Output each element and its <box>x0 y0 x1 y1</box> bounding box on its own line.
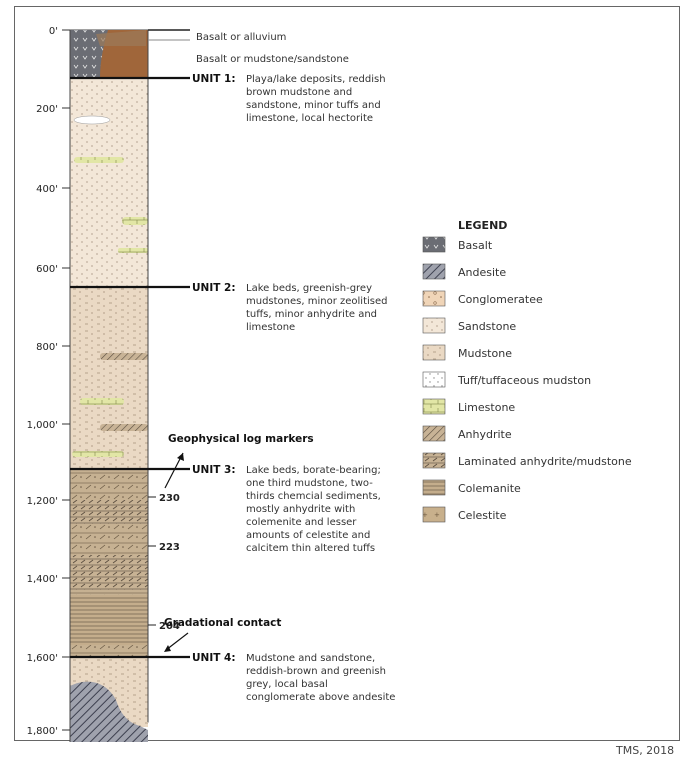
unit-4-text-line: reddish-brown and greenish <box>246 666 386 677</box>
legend-label: Colemanite <box>458 482 521 495</box>
unit-1-text-line: brown mudstone and <box>246 87 352 98</box>
unit-3-text-line: thirds chemcial sediments, <box>246 491 381 502</box>
colemanite-swatch-icon <box>422 479 446 496</box>
colemanite-layer <box>70 595 148 645</box>
unit-2-text-line: Lake beds, greenish-grey <box>246 283 372 294</box>
unit-3-text-line: Lake beds, borate-bearing; <box>246 465 381 476</box>
legend-label: Conglomeratee <box>458 293 543 306</box>
unit-4-text-line: conglomerate above andesite <box>246 692 395 703</box>
unit-1-name: UNIT 1: <box>192 73 236 85</box>
log-marker-label: 223 <box>159 542 180 553</box>
legend-title: LEGEND <box>458 219 507 232</box>
log-marker-label: 204 <box>159 621 180 632</box>
limestone-lens <box>74 157 124 163</box>
tuff-lens <box>73 115 111 125</box>
legend-label: Anhydrite <box>458 428 512 441</box>
laminated-layer <box>70 500 148 524</box>
legend-label: Sandstone <box>458 320 516 333</box>
basalt-alluvium-label: Basalt or alluvium <box>196 32 286 43</box>
laminated-layer-2 <box>70 555 148 590</box>
unit-2-text-line: limestone <box>246 322 295 333</box>
legend: LEGEND Basalt Andesite Conglomeratee San… <box>422 219 632 523</box>
conglomerate-swatch-icon <box>422 290 446 307</box>
unit-3: UNIT 3: Lake beds, borate-bearing; one t… <box>70 464 381 554</box>
log-markers: 230 223 204 <box>148 493 180 632</box>
legend-label: Andesite <box>458 266 506 279</box>
depth-tick-label: 600' <box>36 264 58 275</box>
limestone-swatch-icon <box>422 398 446 415</box>
basalt-mudstone-label: Basalt or mudstone/sandstone <box>196 54 349 65</box>
unit-2-text-line: mudstones, minor zeolitised <box>246 296 387 307</box>
unit-3-text-line: one third mudstone, two- <box>246 478 373 489</box>
figure-frame <box>14 6 680 741</box>
tuff-swatch-icon <box>422 371 446 388</box>
mudstone-swatch-icon <box>422 344 446 361</box>
depth-tick-label: 0' <box>49 26 58 37</box>
depth-tick-label: 1,200' <box>27 496 58 507</box>
depth-tick-label: 1,000' <box>27 420 58 431</box>
anhydrite-lens <box>100 353 148 360</box>
unit-3-text-line: amounts of celestite and <box>246 530 370 541</box>
unit-3-text-line: mostly anhydrite with <box>246 504 355 515</box>
gradational-annotation: Gradational contact <box>164 617 281 652</box>
sandstone-swatch-icon <box>422 317 446 334</box>
unit2-mudstone-layer <box>70 287 148 469</box>
andesite-base <box>70 681 148 742</box>
depth-axis: 0' 200' 400' 600' 800' 1,000' 1,200' 1,4… <box>27 26 70 737</box>
gradational-contact-label: Gradational contact <box>164 617 281 629</box>
unit-3-name: UNIT 3: <box>192 464 236 476</box>
unit-4-text-line: Mudstone and sandstone, <box>246 653 375 664</box>
stratigraphic-column <box>69 29 149 742</box>
legend-label: Tuff/tuffaceous mudston <box>457 374 591 387</box>
legend-label: Mudstone <box>458 347 512 360</box>
unit-2-text-line: tuffs, minor anhydrite and <box>246 309 377 320</box>
anhydrite-lens <box>100 424 148 431</box>
unit-3-text-line: calcitem thin altered tuffs <box>246 543 375 554</box>
depth-tick-label: 200' <box>36 104 58 115</box>
arrow-up-icon <box>177 453 184 461</box>
unit-2: UNIT 2: Lake beds, greenish-grey mudston… <box>70 282 387 333</box>
unit-4: UNIT 4: Mudstone and sandstone, reddish-… <box>70 652 395 703</box>
legend-label: Celestite <box>458 509 507 522</box>
unit-1-text-line: sandstone, minor tuffs and <box>246 100 381 111</box>
limestone-lens <box>72 451 124 457</box>
legend-label: Laminated anhydrite/mudstone <box>458 455 632 468</box>
basalt-swatch-icon <box>422 236 446 253</box>
depth-tick-label: 400' <box>36 184 58 195</box>
unit-2-name: UNIT 2: <box>192 282 236 294</box>
unit-1: UNIT 1: Playa/lake deposits, reddish bro… <box>70 73 386 124</box>
limestone-lens <box>80 398 124 405</box>
log-marker-label: 230 <box>159 493 180 504</box>
celestite-swatch-icon <box>422 506 446 523</box>
depth-tick-label: 800' <box>36 342 58 353</box>
geophysical-log-markers-label: Geophysical log markers <box>168 433 314 445</box>
alluvium-layer <box>96 30 146 46</box>
geophysical-annotation: Geophysical log markers <box>164 433 314 489</box>
depth-tick-label: 1,600' <box>27 653 58 664</box>
unit-4-name: UNIT 4: <box>192 652 236 664</box>
arrow-down-icon <box>164 645 171 652</box>
laminated-swatch-icon <box>422 452 446 469</box>
anhydrite-swatch-icon <box>422 425 446 442</box>
unit-1-text-line: limestone, local hectorite <box>246 113 373 124</box>
unit-4-text-line: grey, local basal <box>246 679 328 690</box>
credit-text: TMS, 2018 <box>616 744 675 757</box>
unit-3-text-line: colemenite and lesser <box>246 517 357 528</box>
depth-tick-label: 1,400' <box>27 574 58 585</box>
legend-label: Basalt <box>458 239 493 252</box>
limestone-lens <box>118 248 148 253</box>
unit-1-text-line: Playa/lake deposits, reddish <box>246 74 386 85</box>
limestone-lens <box>122 217 148 225</box>
depth-tick-label: 1,800' <box>27 726 58 737</box>
legend-label: Limestone <box>458 401 515 414</box>
andesite-swatch-icon <box>422 263 446 280</box>
